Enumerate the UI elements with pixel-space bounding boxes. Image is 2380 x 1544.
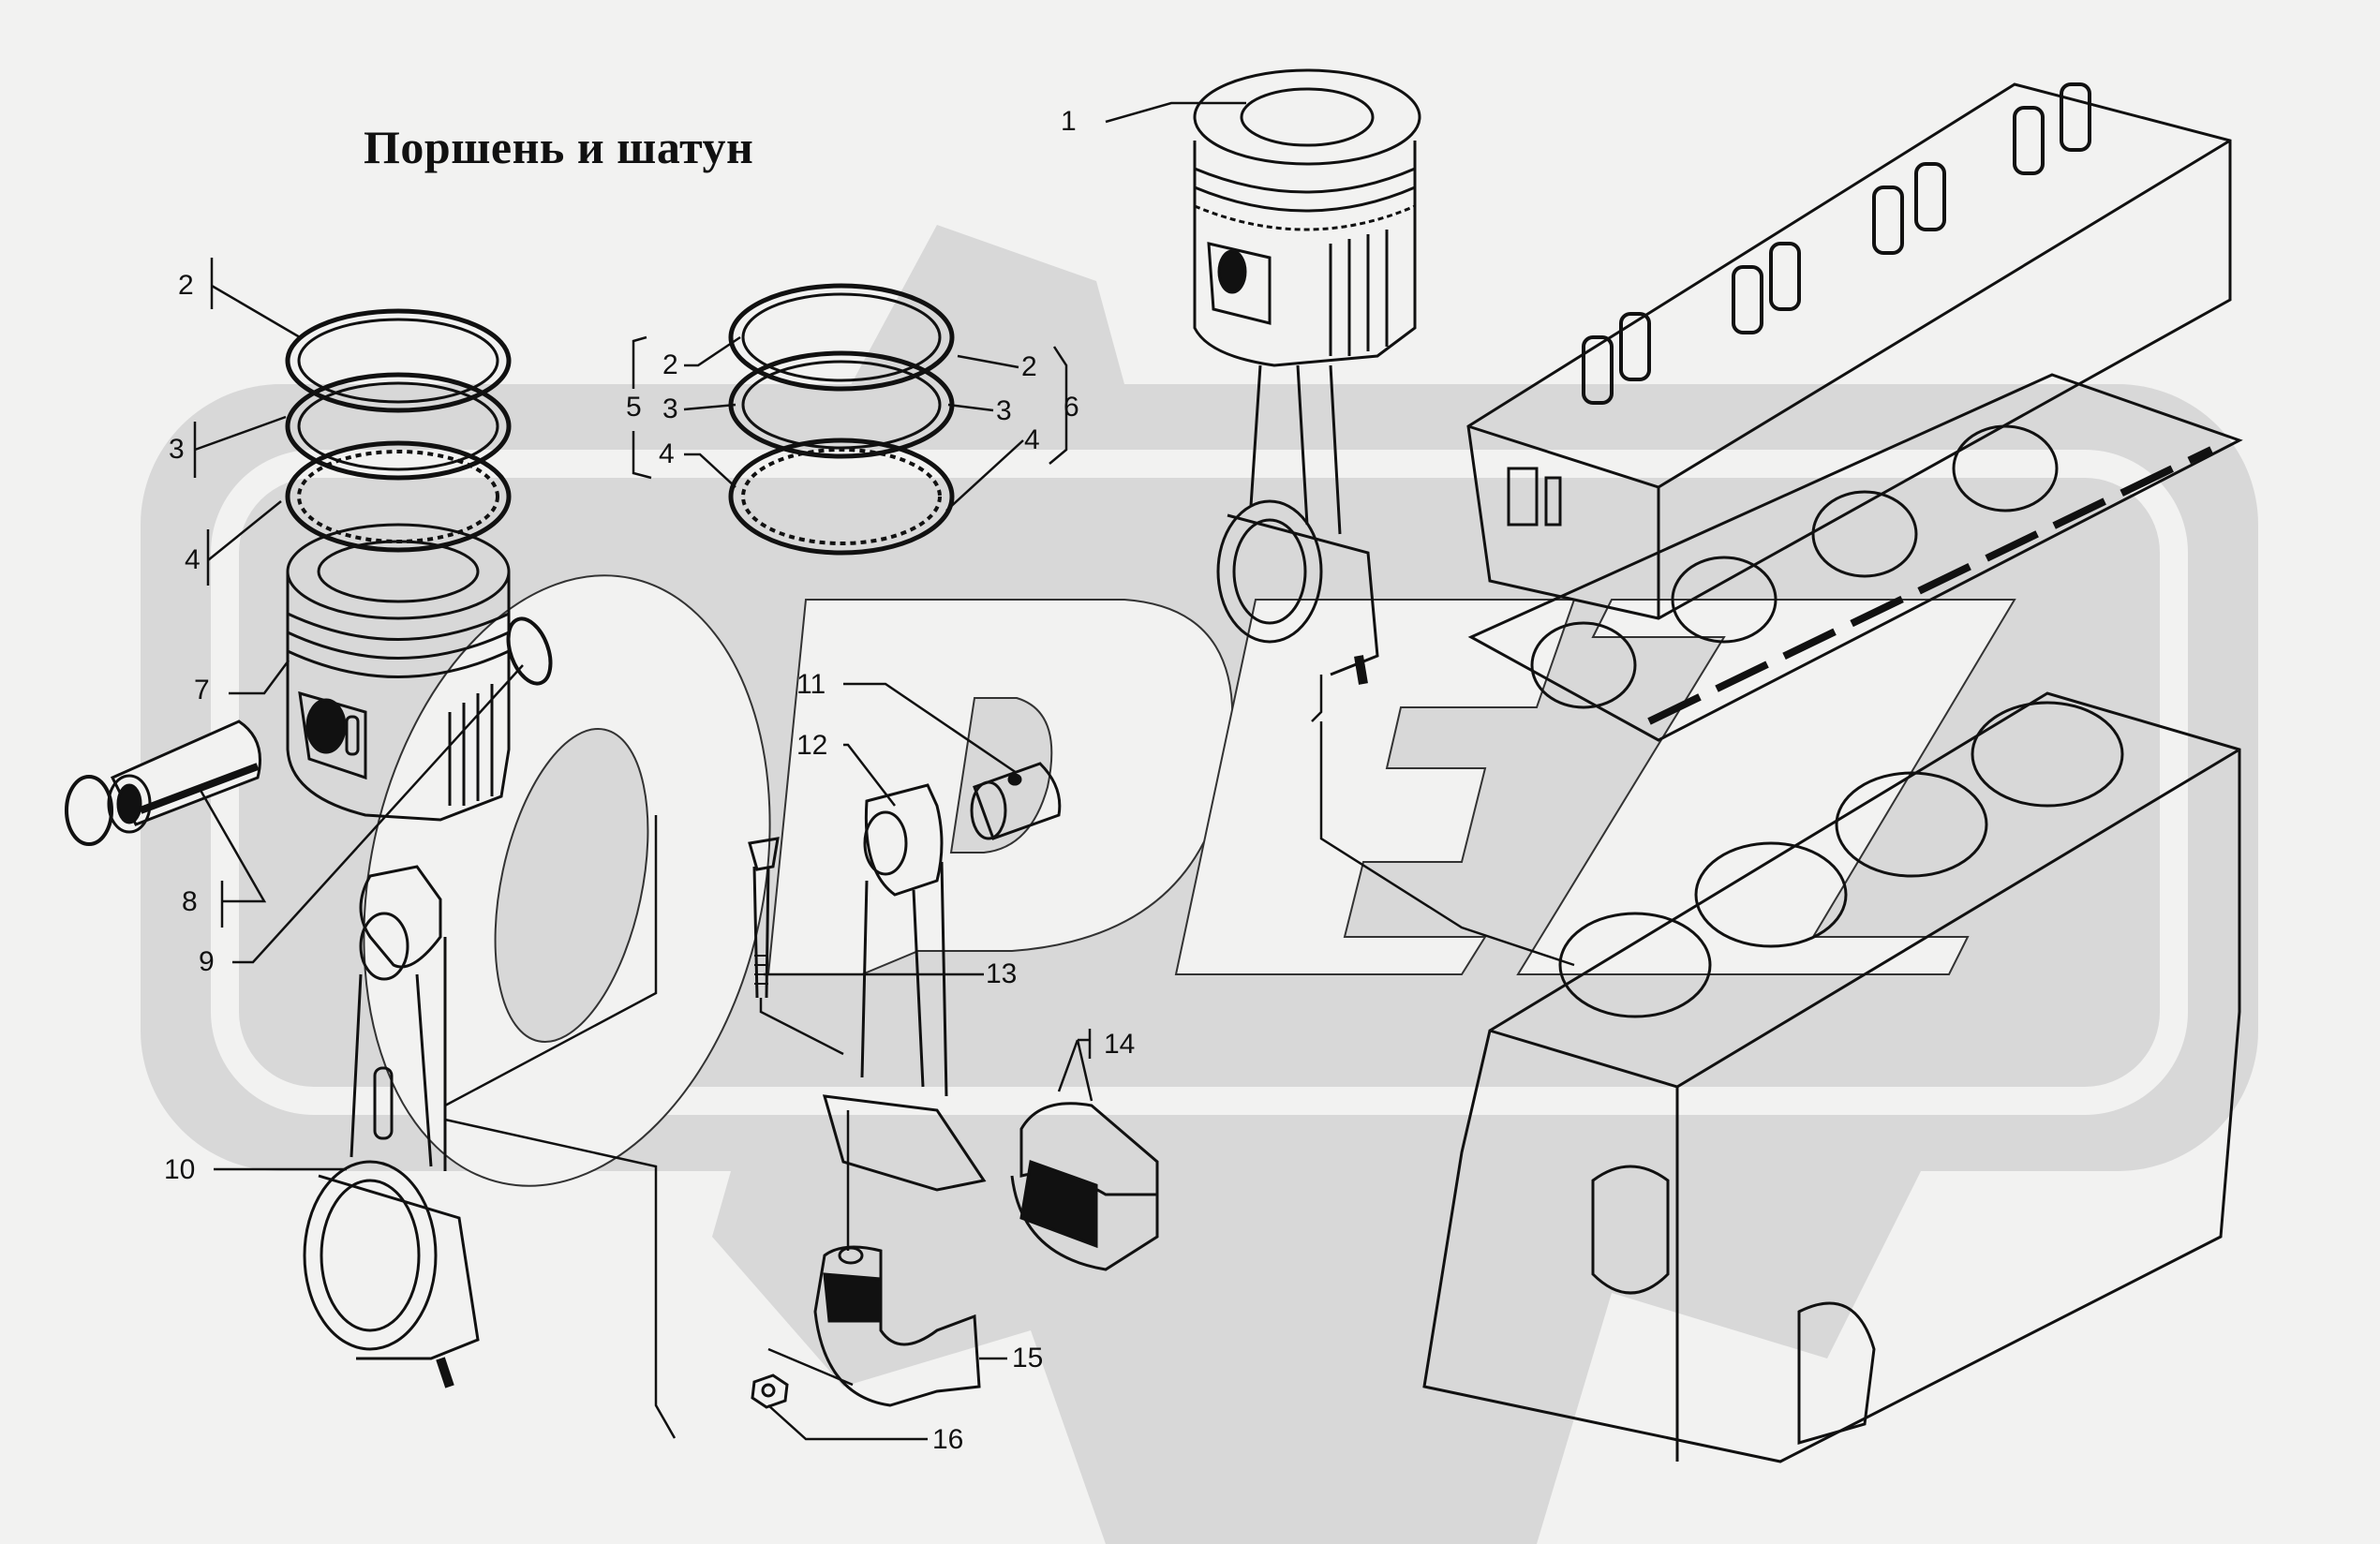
watermark-letter-e bbox=[1174, 599, 1576, 975]
valve-springs bbox=[1582, 82, 2091, 405]
callout-3-set6: 3 bbox=[996, 395, 1012, 426]
rod-cap bbox=[813, 1245, 981, 1407]
head-gasket bbox=[1467, 373, 2243, 742]
nut bbox=[751, 1373, 789, 1409]
watermark-letter-z bbox=[1516, 599, 2016, 975]
callout-5: 5 bbox=[626, 392, 642, 423]
bushing bbox=[970, 762, 1062, 840]
retaining-ring bbox=[65, 616, 553, 846]
callout-2-left: 2 bbox=[178, 270, 194, 301]
rod-body bbox=[822, 783, 987, 1192]
connecting-rod bbox=[303, 865, 480, 1388]
bearing-shells bbox=[1010, 1102, 1159, 1271]
cylinder-block bbox=[1422, 691, 2241, 1463]
callout-8: 8 bbox=[182, 886, 198, 917]
piston-pin bbox=[107, 720, 261, 834]
piston-assembly bbox=[1193, 68, 1421, 685]
callout-2-set6: 2 bbox=[1021, 351, 1037, 382]
bolt bbox=[748, 837, 780, 999]
callout-15: 15 bbox=[1012, 1343, 1044, 1373]
callout-4-set5: 4 bbox=[659, 438, 675, 469]
callout-12: 12 bbox=[796, 730, 828, 761]
cylinder-head bbox=[1466, 82, 2232, 620]
callout-9: 9 bbox=[199, 946, 215, 977]
callout-1: 1 bbox=[1061, 106, 1077, 137]
ring-set bbox=[728, 283, 955, 556]
callout-16: 16 bbox=[932, 1424, 964, 1455]
callout-14: 14 bbox=[1104, 1029, 1136, 1060]
left-piston-rings bbox=[285, 308, 512, 553]
callout-10: 10 bbox=[164, 1154, 196, 1185]
callout-7: 7 bbox=[194, 675, 210, 705]
piston bbox=[286, 523, 511, 822]
callout-4-set6: 4 bbox=[1024, 424, 1040, 455]
page-title: Поршень и шатун bbox=[364, 121, 754, 173]
callout-6: 6 bbox=[1064, 392, 1079, 423]
callout-3-set5: 3 bbox=[662, 393, 678, 424]
callout-4-left: 4 bbox=[185, 544, 201, 575]
callout-2-set5: 2 bbox=[662, 349, 678, 380]
callout-11: 11 bbox=[796, 669, 826, 700]
callout-13: 13 bbox=[986, 958, 1018, 989]
leader-lines bbox=[193, 101, 1575, 1441]
callout-3-left: 3 bbox=[169, 434, 185, 465]
